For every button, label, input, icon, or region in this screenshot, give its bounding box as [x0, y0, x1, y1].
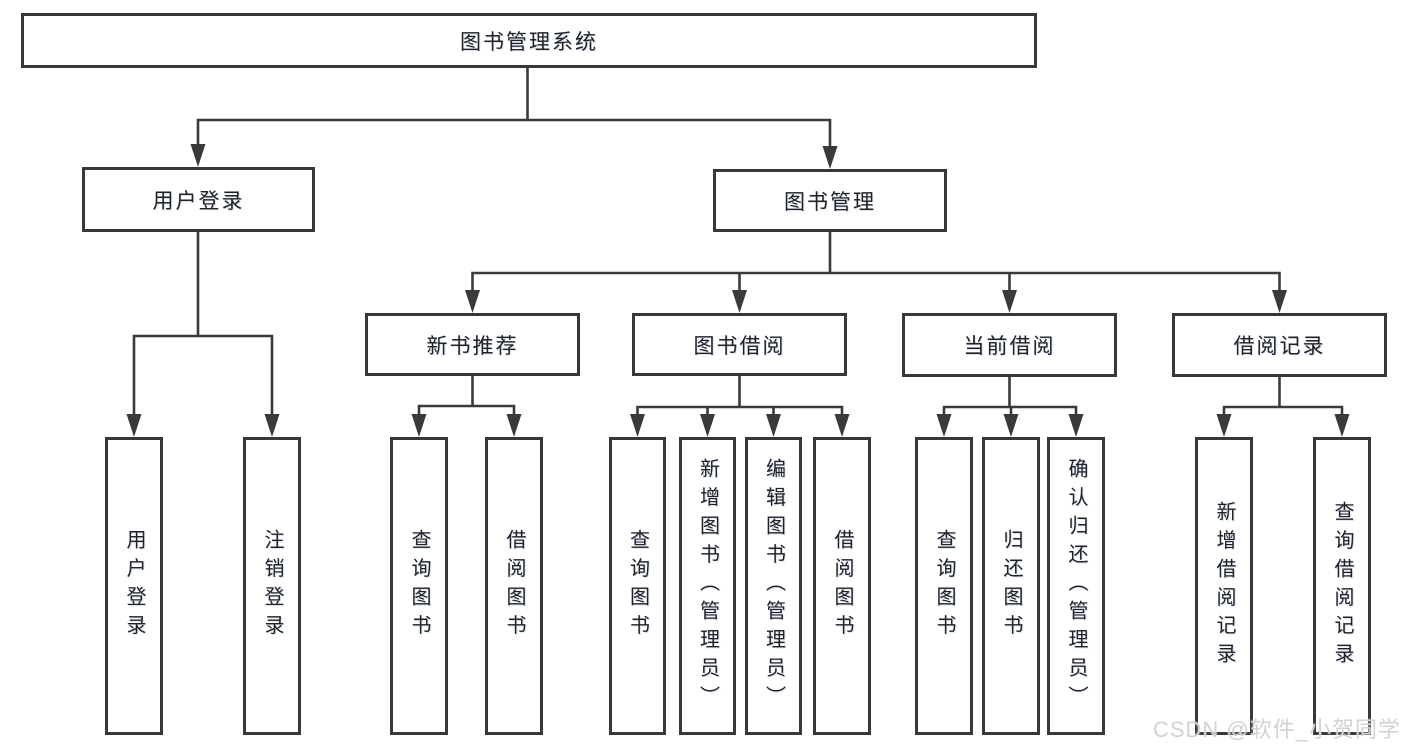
node-root: 图书管理系统	[21, 13, 1037, 68]
node-borrow-add-admin-leaf: 新增图书（管理员）	[679, 437, 736, 735]
node-new-book-recommend: 新书推荐	[365, 313, 580, 376]
connector-book-borrow-split	[630, 374, 850, 437]
node-current-search-leaf: 查询图书	[915, 437, 973, 735]
connector-new-book-split	[411, 374, 522, 437]
connector-current-borrow-split	[936, 374, 1084, 437]
node-current-borrow: 当前借阅	[902, 313, 1117, 377]
node-current-return-leaf: 归还图书	[982, 437, 1040, 735]
node-book-borrow: 图书借阅	[632, 313, 847, 376]
node-book-mgmt-branch: 图书管理	[713, 169, 947, 232]
node-logout-leaf: 注销登录	[243, 437, 301, 735]
csdn-watermark: CSDN @软件_小贺同学	[1152, 717, 1401, 742]
node-borrow-edit-admin-leaf: 编辑图书（管理员）	[745, 437, 802, 735]
connector-user-login-split	[126, 230, 280, 437]
connector-root-split	[190, 66, 838, 169]
node-record-search-leaf: 查询借阅记录	[1313, 437, 1371, 735]
node-newbook-borrow-leaf: 借阅图书	[485, 437, 543, 735]
node-user-login-branch: 用户登录	[82, 167, 315, 232]
node-borrow-record: 借阅记录	[1172, 313, 1387, 377]
node-user-login-leaf: 用户登录	[105, 437, 163, 735]
connector-book-mgmt-split	[465, 230, 1287, 313]
node-record-add-leaf: 新增借阅记录	[1195, 437, 1253, 735]
node-newbook-search-leaf: 查询图书	[390, 437, 448, 735]
node-borrow-borrow-leaf: 借阅图书	[813, 437, 871, 735]
connector-borrow-record-split	[1216, 374, 1350, 437]
node-borrow-search-leaf: 查询图书	[609, 437, 666, 735]
node-current-confirm-admin-leaf: 确认归还（管理员）	[1047, 437, 1105, 735]
